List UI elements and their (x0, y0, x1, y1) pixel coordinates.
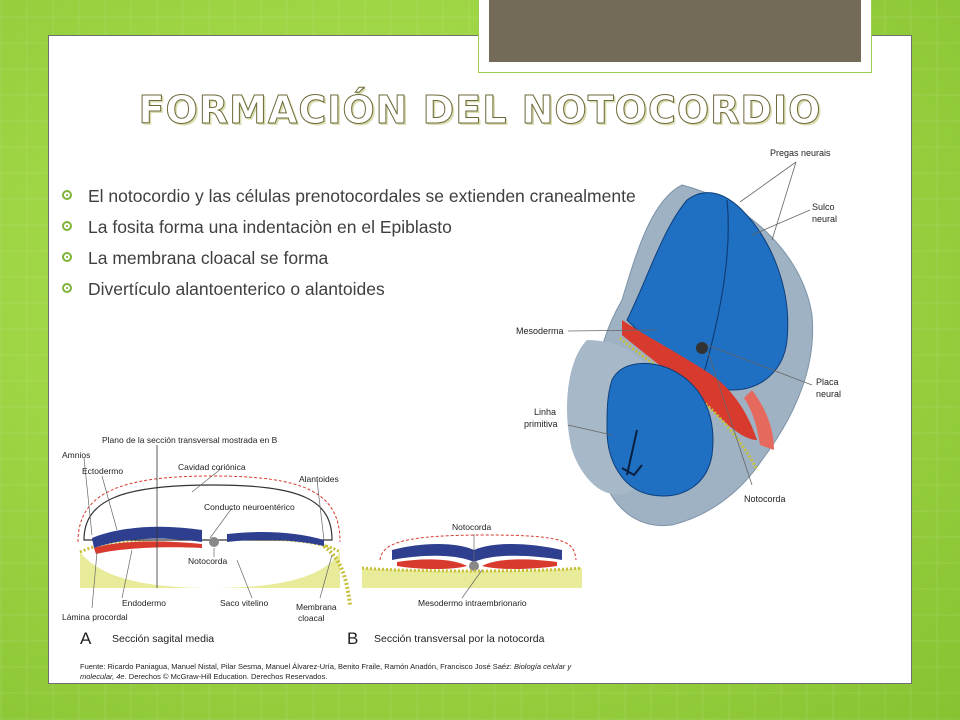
primitive-region (606, 362, 714, 497)
bullet-icon (62, 252, 72, 262)
sections-figure: Plano de la sección transversal mostrada… (62, 435, 583, 648)
label-amnios: Amnios (62, 450, 90, 460)
bullet-item: El notocordio y las células prenotocorda… (62, 186, 682, 207)
label-sulco: Sulco (812, 202, 835, 212)
label-notocorda-b: Notocorda (452, 522, 491, 532)
figure-source-caption: Fuente: Ricardo Paniagua, Manuel Nistal,… (80, 662, 600, 682)
bullet-icon (62, 190, 72, 200)
label-pregas-neurais: Pregas neurais (770, 148, 831, 158)
yolk-sac-a (80, 552, 340, 588)
bullet-text: Divertículo alantoenterico o alantoides (88, 279, 385, 299)
caption-book: Biología celular y molecular, 4e. (80, 662, 572, 681)
header-tab (478, 0, 872, 73)
bullet-list: El notocordio y las células prenotocorda… (62, 186, 682, 310)
label-saco: Saco vitelino (220, 598, 268, 608)
mesoderm-a (94, 541, 202, 554)
label-notocorda-a: Notocorda (188, 556, 227, 566)
ectoderm-a (92, 526, 202, 548)
mesoderm-layer (622, 320, 757, 440)
slide-title: Formación del notocordio (138, 88, 822, 133)
ectoderm-b (392, 544, 562, 562)
amnion-dome-a (83, 484, 333, 541)
mesoderm-b-right (482, 559, 557, 569)
ectoderm-a2 (227, 532, 324, 546)
caption-prefix: Fuente: Ricardo Paniagua, Manuel Nistal,… (80, 662, 514, 671)
bullet-text: La membrana cloacal se forma (88, 248, 329, 268)
notochord-a (209, 537, 219, 547)
label-primitiva: primitiva (524, 419, 558, 429)
label-notocorda: Notocorda (744, 494, 786, 504)
label-alantoides: Alantoides (299, 474, 339, 484)
notochord-b (469, 561, 479, 571)
label-mesodermo-b: Mesodermo intraembrionario (418, 598, 527, 608)
label-membrana: Membrana (296, 602, 337, 612)
bullet-text: La fosita forma una indentaciòn en el Ep… (88, 217, 452, 237)
label-ectodermo: Ectodermo (82, 466, 123, 476)
notochord-dot (696, 342, 708, 354)
label-neural-2: neural (816, 389, 841, 399)
bullet-icon (62, 221, 72, 231)
label-cloacal: cloacal (298, 613, 325, 623)
panel-b-title: Sección transversal por la notocorda (374, 633, 545, 645)
section-pointer-lines (83, 457, 483, 609)
yolk-b (362, 568, 582, 588)
label-neural: neural (812, 214, 837, 224)
mesoderm-b-left (397, 559, 467, 569)
neural-groove (701, 199, 729, 381)
label-placa: Placa (816, 377, 839, 387)
label-lamina: Lámina procordal (62, 612, 128, 622)
figure-pointer-lines (567, 161, 813, 486)
mesoderm-band-right (744, 390, 774, 450)
panel-a-title: Sección sagital media (112, 633, 214, 645)
bullet-item: La membrana cloacal se forma (62, 248, 682, 269)
panel-a-letter: A (80, 629, 92, 648)
embryo-3d-figure: Pregas neurais Sulco neural Mesoderma Pl… (516, 148, 841, 527)
bullet-text: El notocordio y las células prenotocorda… (88, 186, 636, 206)
yolk-edge-b (361, 566, 583, 573)
label-plano: Plano de la sección transversal mostrada… (102, 435, 278, 445)
panel-b-letter: B (347, 629, 358, 648)
endoderm-line (619, 336, 759, 471)
label-mesoderma: Mesoderma (516, 326, 564, 336)
bullet-icon (62, 283, 72, 293)
label-conducto: Conducto neuroentérico (204, 502, 295, 512)
bullet-item: Divertículo alantoenterico o alantoides (62, 279, 682, 300)
header-tab-fill (489, 0, 861, 62)
label-cavidad: Cavidad coriónica (178, 462, 246, 472)
amnion-b (379, 534, 577, 561)
bullet-item: La fosita forma una indentaciòn en el Ep… (62, 217, 682, 238)
label-linha: Linha (534, 407, 556, 417)
label-endodermo: Endodermo (122, 598, 166, 608)
caption-suffix: Derechos © McGraw-Hill Education. Derech… (126, 672, 328, 681)
primitive-streak (621, 429, 643, 477)
